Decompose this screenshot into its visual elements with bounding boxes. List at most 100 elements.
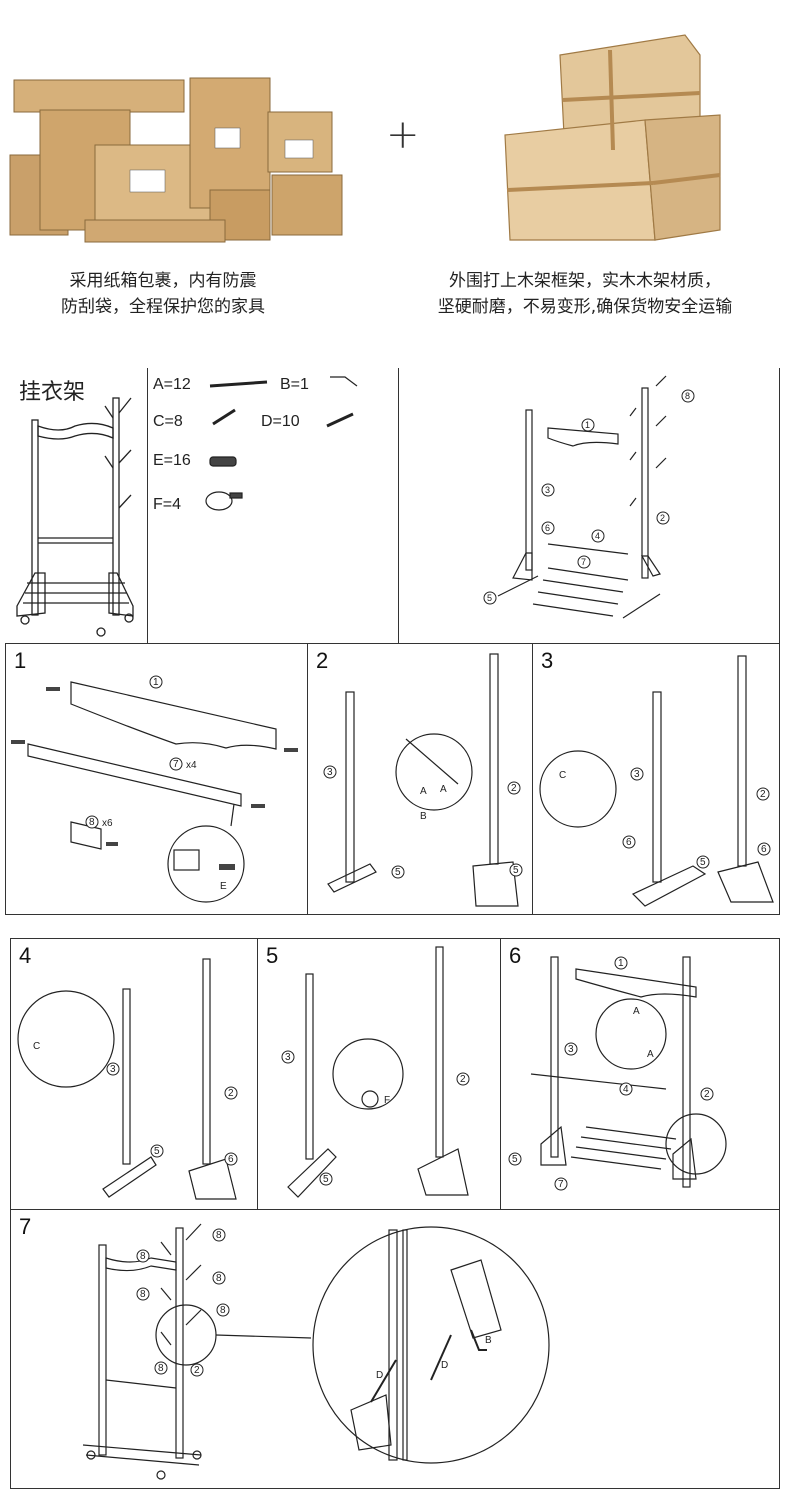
wooden-crate-photo [495,25,725,250]
part-d-label: D=10 [261,413,300,430]
part-number-8: 8 [158,1363,164,1374]
part-f-label: F=4 [153,496,182,513]
svg-text:5: 5 [487,593,492,603]
step-number: 6 [509,943,522,968]
part-number-6: 6 [761,844,767,855]
step-number: 3 [541,648,554,673]
part-number-1: 1 [581,418,595,432]
part-number-8: 8 [216,1273,222,1284]
part-number-6: 6 [228,1154,234,1165]
part-number-3: 3 [110,1064,116,1075]
part-number-8: 8 [216,1230,222,1241]
right-caption-line-1: 外围打上木架框架，实木木架材质， [449,271,721,291]
step-6-panel: 6 1 3 2 4 5 7 A A [500,938,780,1210]
part-number-7: 7 [577,555,591,569]
step-4-panel: 4 3 2 5 6 C [10,938,258,1210]
step-7-panel: 7 8 8 [10,1209,780,1489]
part-number-5: 5 [323,1174,329,1185]
right-caption-line-2: 坚硬耐磨，不易变形,确保货物安全运输 [437,297,733,317]
callout-f: F [384,1095,390,1106]
part-number-5: 5 [395,867,401,878]
svg-text:8: 8 [685,391,690,401]
part-number-8: 8 [140,1289,146,1300]
step-3-drawing: 3 2 6 5 6 C [539,655,774,907]
callout-d: D [376,1370,383,1381]
left-caption-line-2: 防刮袋，全程保护您的家具 [61,297,265,317]
part-number-2: 2 [460,1074,466,1085]
step-4-drawing: 3 2 5 6 C [17,958,238,1200]
callout-a: A [420,786,427,797]
svg-text:7: 7 [581,557,586,567]
part-number-5: 5 [512,1154,518,1165]
step-7-drawing: 8 8 8 8 8 8 2 D D B [82,1223,550,1480]
part-number-6: 6 [541,521,555,535]
step-number: 4 [19,943,32,968]
part-number-3: 3 [568,1044,574,1055]
part-number-8: 8 [89,817,95,828]
exploded-view-drawing: 1 3 2 4 5 6 7 8 [483,375,695,619]
part-number-8: 8 [140,1251,146,1262]
part-number-2: 2 [511,783,517,794]
callout-a: A [647,1049,654,1060]
part-number-3: 3 [285,1052,291,1063]
svg-text:6: 6 [545,523,550,533]
step-5-panel: 5 3 2 5 F [257,938,501,1210]
callout-e: E [220,881,227,892]
svg-text:1: 1 [585,420,590,430]
step-number: 1 [14,648,27,673]
part-number-7: 7 [558,1179,564,1190]
step-5-drawing: 3 2 5 F [281,946,470,1198]
callout-b: B [420,811,427,822]
callout-b: B [485,1335,492,1346]
part-c-label: C=8 [153,413,183,430]
callout-a: A [440,784,447,795]
part-number-4: 4 [623,1084,629,1095]
part-number-8: 8 [220,1305,226,1316]
product-title: 挂衣架 [19,380,86,405]
part-number-1: 1 [153,677,159,688]
part-number-1: 1 [618,958,624,969]
part-b-label: B=1 [280,376,309,393]
divider [398,368,399,644]
part-number-2: 2 [760,789,766,800]
part-number-3: 3 [634,769,640,780]
step-2-drawing: 3 2 5 5 A A B [323,653,523,907]
svg-text:4: 4 [595,531,600,541]
part-number-5: 5 [513,865,519,876]
overview-panel: 挂衣架 A=12 B=1 C=8 D=10 E=16 F=4 [5,368,780,644]
quantity-x6: x6 [102,818,113,829]
part-number-2: 2 [228,1088,234,1099]
part-e-label: E=16 [153,452,191,469]
part-number-2: 2 [704,1089,710,1100]
divider [147,368,148,644]
callout-d: D [441,1360,448,1371]
left-caption-line-1: 采用纸箱包裹，内有防震 [69,271,257,291]
plus-sign: + [386,112,420,158]
step-3-panel: 3 3 2 6 5 6 C [532,643,780,915]
callout-c: C [559,770,566,781]
cardboard-boxes-photo [0,60,350,250]
part-number-6: 6 [626,837,632,848]
left-caption: 采用纸箱包裹，内有防震 防刮袋，全程保护您的家具 [18,268,308,320]
part-number-8: 8 [681,389,695,403]
part-number-5: 5 [483,591,497,605]
part-a-label: A=12 [153,376,191,393]
step-number: 5 [266,943,279,968]
svg-text:2: 2 [660,513,665,523]
callout-c: C [33,1041,40,1052]
svg-text:3: 3 [545,485,550,495]
part-number-3: 3 [541,483,555,497]
part-number-2: 2 [194,1365,200,1376]
part-number-5: 5 [700,857,706,868]
rack-overview-drawing [16,397,134,637]
step-number: 7 [19,1214,32,1239]
callout-a: A [633,1006,640,1017]
part-number-7: 7 [173,759,179,770]
step-2-panel: 2 3 2 5 5 A A B [307,643,533,915]
quantity-x4: x4 [186,760,197,771]
step-6-drawing: 1 3 2 4 5 7 A A [508,956,727,1191]
part-number-5: 5 [154,1146,160,1157]
parts-drawings [205,376,358,511]
part-number-4: 4 [591,529,605,543]
right-caption: 外围打上木架框架，实木木架材质， 坚硬耐磨，不易变形,确保货物安全运输 [400,268,770,320]
